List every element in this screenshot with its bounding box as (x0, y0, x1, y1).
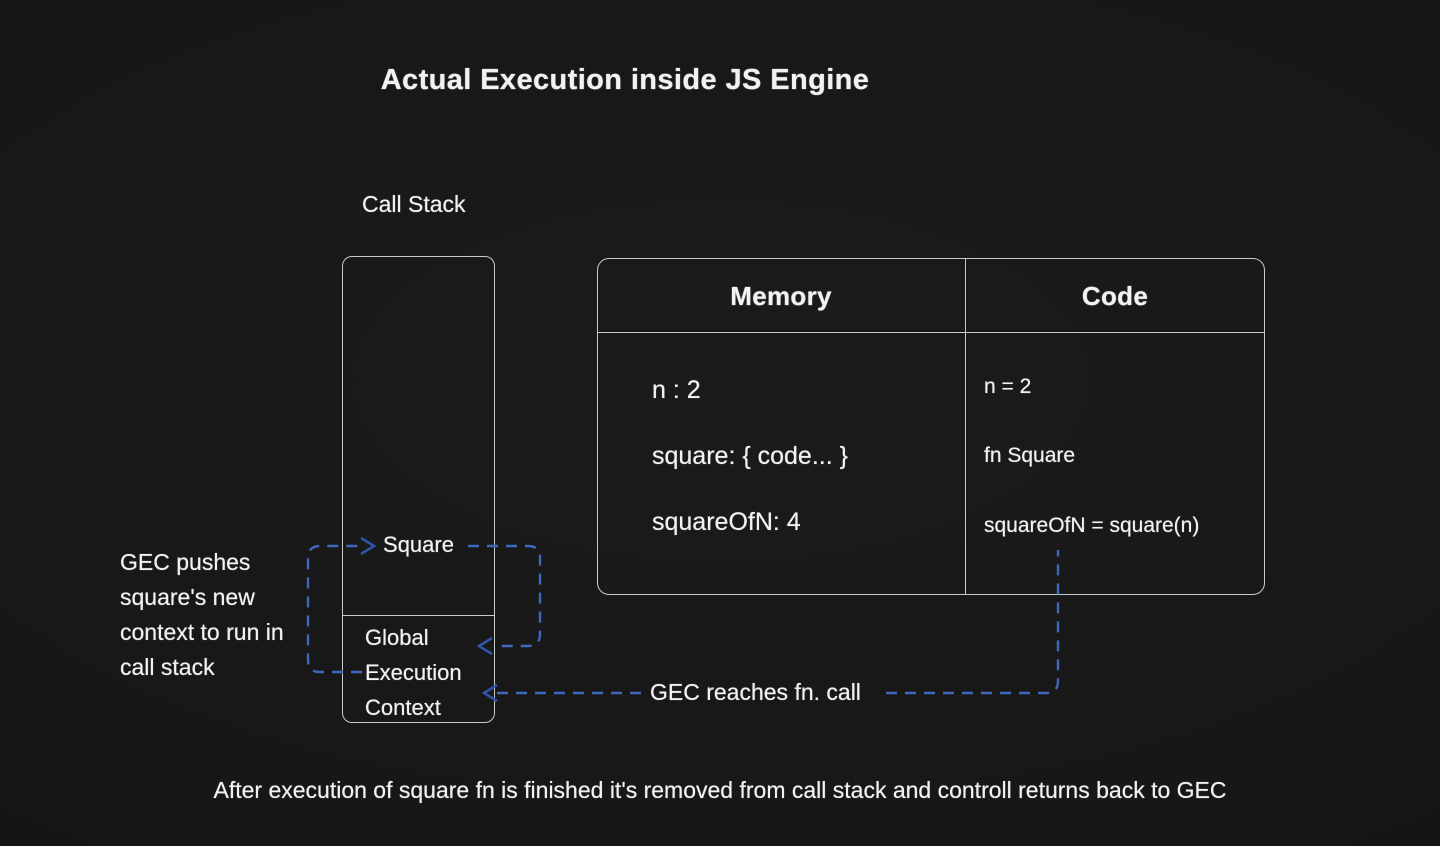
code-column-header: Code (1081, 281, 1149, 311)
push-note-line-4: call stack (120, 654, 215, 680)
table-column-divider (965, 259, 966, 594)
stack-frame-gec: Global Execution Context (365, 620, 462, 725)
footer-note: After execution of square fn is finished… (213, 777, 1227, 803)
gec-frame-line-1: Global (365, 625, 429, 650)
table-header-divider (598, 332, 1264, 333)
code-cell-fn-square: fn Square (984, 444, 1076, 467)
gec-frame-line-3: Context (365, 695, 441, 720)
call-stack-box (342, 256, 495, 723)
memory-cell-square: square: { code... } (652, 442, 848, 470)
stack-frame-square: Square (383, 532, 454, 557)
memory-column-header: Memory (730, 281, 832, 311)
memory-cell-squareofn: squareOfN: 4 (652, 508, 801, 536)
memory-cell-n: n : 2 (652, 376, 701, 404)
code-cell-squareofn: squareOfN = square(n) (984, 514, 1200, 537)
push-note-line-3: context to run in (120, 619, 284, 645)
push-note-line-2: square's new (120, 584, 255, 610)
push-note-line-1: GEC pushes (120, 549, 251, 575)
call-stack-label: Call Stack (362, 191, 466, 217)
diagram-title: Actual Execution inside JS Engine (380, 64, 870, 96)
push-note: GEC pushes square's new context to run i… (120, 545, 284, 685)
code-cell-n: n = 2 (984, 375, 1032, 398)
reach-note: GEC reaches fn. call (650, 679, 861, 705)
gec-frame-line-2: Execution (365, 660, 462, 685)
stack-frame-divider (342, 615, 495, 616)
